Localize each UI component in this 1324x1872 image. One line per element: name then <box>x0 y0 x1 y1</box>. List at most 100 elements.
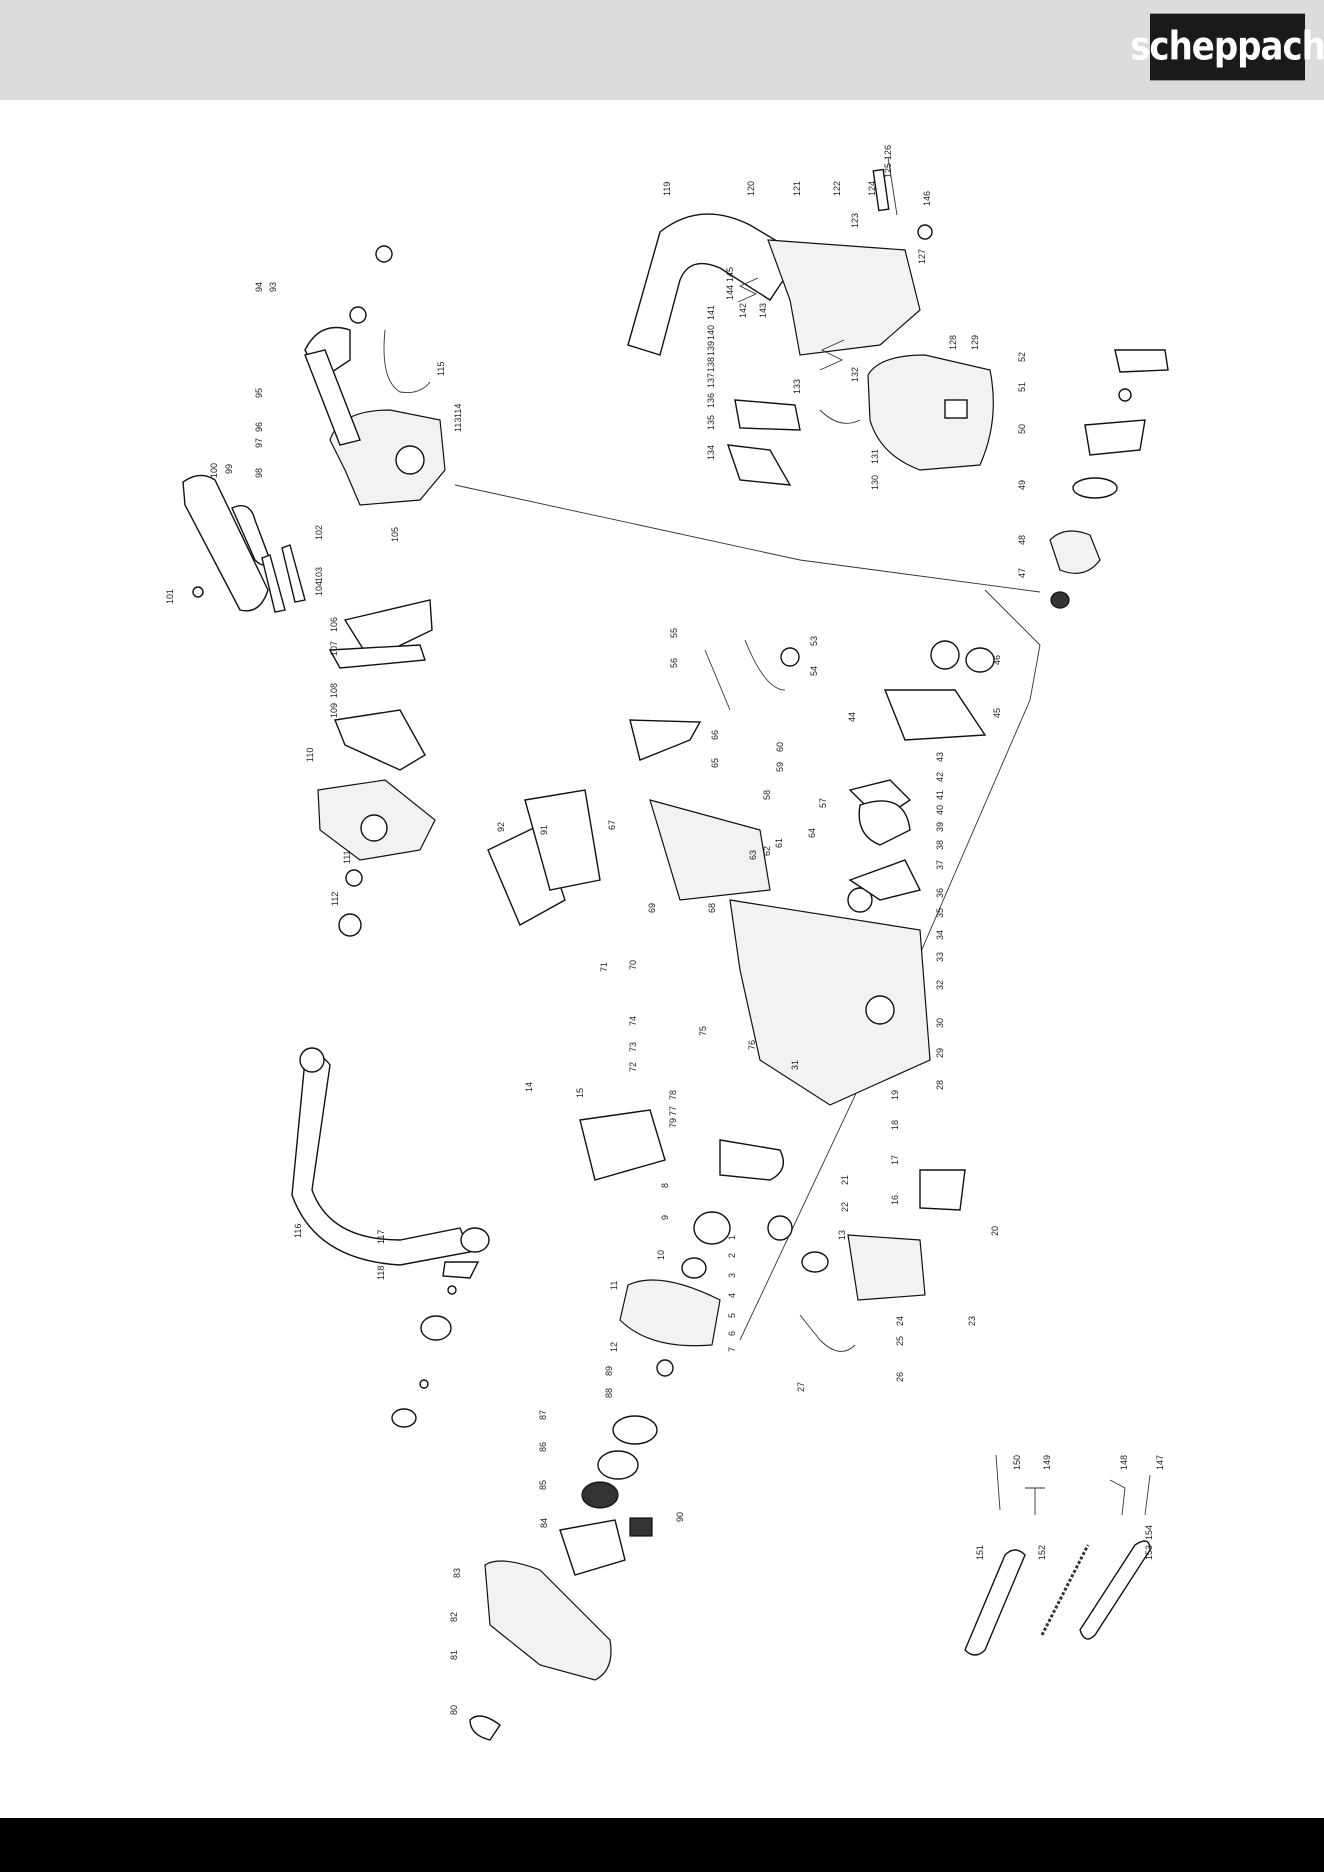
part-label-20: 20 <box>990 1226 1000 1236</box>
handle-socket <box>299 1047 325 1073</box>
part-label-99: 99 <box>224 464 234 474</box>
part-label-110: 110 <box>305 748 315 762</box>
part-label-33: 33 <box>935 952 945 962</box>
accessories-group <box>964 1454 1151 1656</box>
part-label-42: 42 <box>935 772 945 782</box>
part-label-79: 79 <box>668 1118 678 1128</box>
part-label-153: 153 <box>1144 1545 1154 1560</box>
part-label-107: 107 <box>329 641 339 656</box>
part-label-49: 49 <box>1017 480 1027 490</box>
part-label-130: 130 <box>870 475 880 490</box>
part-label-43: 43 <box>935 752 945 762</box>
part-label-137: 137 <box>706 373 716 388</box>
tank-opening <box>395 445 425 475</box>
part-label-154: 154 <box>1144 1525 1154 1540</box>
part-label-82: 82 <box>449 1612 459 1622</box>
part-label-138: 138 <box>706 357 716 372</box>
filter-bulb-part <box>780 647 800 667</box>
cap-part <box>391 1408 417 1428</box>
spring-part <box>819 339 845 371</box>
flywheel-part <box>619 1279 721 1347</box>
muffler-part <box>919 1169 966 1211</box>
plate-part <box>726 444 792 486</box>
part-label-147: 147 <box>1155 1455 1165 1470</box>
sleeve-part <box>872 168 890 212</box>
part-label-62: 62 <box>762 846 772 856</box>
part-label-119: 119 <box>662 182 672 196</box>
part-label-73: 73 <box>628 1042 638 1052</box>
part-label-91: 91 <box>539 825 549 835</box>
part-label-14: 14 <box>524 1082 534 1092</box>
part-labels: 1 2 3 4 5 6 7 8 9 10 11 12 13 14 15 16 1… <box>165 145 1165 1715</box>
starter-handle-part <box>469 1715 501 1741</box>
starter-housing-part <box>579 1109 666 1181</box>
part-label-70: 70 <box>628 960 638 970</box>
tube-part <box>261 554 286 613</box>
part-label-54: 54 <box>809 666 819 676</box>
part-label-57: 57 <box>818 798 828 808</box>
exploded-parts-diagram: 1 2 3 4 5 6 7 8 9 10 11 12 13 14 15 16 1… <box>165 145 1169 1741</box>
part-label-126: 126 <box>883 145 893 160</box>
part-label-59: 59 <box>775 762 785 772</box>
front-handle-bar-part <box>291 1055 471 1266</box>
part-label-4: 4 <box>727 1293 737 1298</box>
part-label-101: 101 <box>165 589 175 604</box>
part-label-46: 46 <box>992 655 1002 665</box>
part-label-123: 123 <box>850 213 860 228</box>
ignition-lead-part <box>799 1314 856 1352</box>
part-label-116: 116 <box>293 1224 303 1238</box>
part-label-104: 104 <box>314 581 324 596</box>
seal-part <box>681 1257 707 1279</box>
part-label-132: 132 <box>850 367 860 382</box>
side-cover-part <box>484 1560 612 1681</box>
crankshaft-part <box>719 1139 784 1181</box>
filter-window <box>944 399 968 419</box>
part-label-121: 121 <box>792 181 802 196</box>
part-label-40: 40 <box>935 805 945 815</box>
saw-chain-part <box>1040 1544 1090 1636</box>
part-label-105: 105 <box>390 527 400 542</box>
plate-part <box>883 689 987 741</box>
screw-part <box>192 586 204 598</box>
part-label-9: 9 <box>660 1215 670 1220</box>
part-label-32: 32 <box>935 980 945 990</box>
clutch-cover-part <box>1084 419 1146 456</box>
sprocket-cover-group <box>965 349 1169 673</box>
part-label-71: 71 <box>599 962 609 972</box>
sheet-part <box>524 789 601 891</box>
page-footer <box>0 1818 1324 1872</box>
part-label-112: 112 <box>330 892 340 906</box>
part-label-47: 47 <box>1017 568 1027 578</box>
air-filter-cover-part <box>867 354 994 471</box>
bearing-part <box>847 887 873 913</box>
screwdriver-part <box>995 1454 1001 1511</box>
part-label-93: 93 <box>268 282 278 292</box>
part-label-78: 78 <box>668 1090 678 1100</box>
part-label-2: 2 <box>727 1253 737 1258</box>
chain-guard-part <box>559 1519 626 1576</box>
part-label-109: 109 <box>329 703 339 718</box>
part-label-128: 128 <box>948 335 958 350</box>
guide-bar-part <box>1079 1540 1151 1640</box>
piston-ring-part <box>801 1251 829 1273</box>
part-label-72: 72 <box>628 1062 638 1072</box>
part-label-143: 143 <box>758 303 768 318</box>
spring-part <box>737 277 759 303</box>
part-label-60: 60 <box>775 742 785 752</box>
part-label-95: 95 <box>254 388 264 398</box>
file-part <box>1144 1474 1151 1516</box>
part-label-92: 92 <box>496 822 506 832</box>
part-label-120: 120 <box>746 181 756 196</box>
part-label-12: 12 <box>609 1342 619 1352</box>
hex-key-part <box>1109 1479 1126 1516</box>
part-label-24: 24 <box>895 1316 905 1326</box>
part-label-5: 5 <box>727 1313 737 1318</box>
part-label-139: 139 <box>706 341 716 356</box>
knob-part <box>338 913 362 937</box>
part-label-115: 115 <box>436 362 446 376</box>
part-label-50: 50 <box>1017 424 1027 434</box>
part-label-63: 63 <box>748 850 758 860</box>
part-label-29: 29 <box>935 1048 945 1058</box>
seal-ring-part <box>345 869 363 887</box>
part-label-117: 117 <box>376 1230 386 1244</box>
